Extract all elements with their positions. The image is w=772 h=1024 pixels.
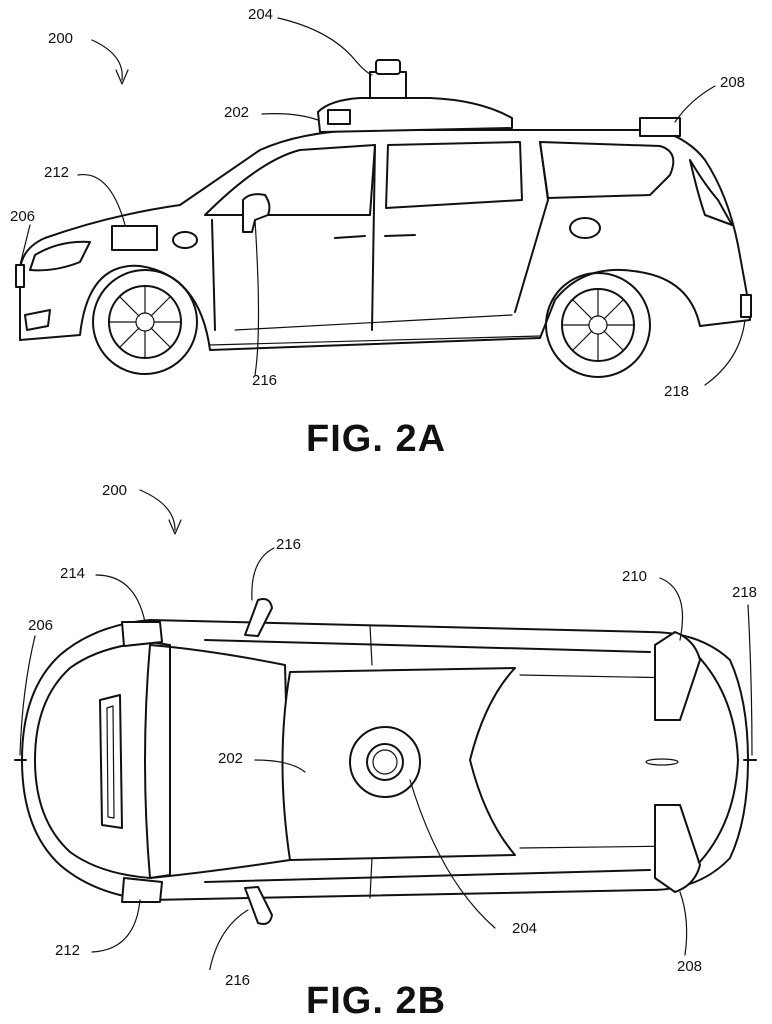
ref-label: 202 xyxy=(218,750,243,767)
ref-label: 208 xyxy=(720,74,745,91)
ref-label: 206 xyxy=(28,617,53,634)
fig-2a-side-view-drawing xyxy=(0,0,772,440)
figure-caption: FIG. 2A xyxy=(306,418,446,461)
front-sensor xyxy=(16,265,24,287)
side-mirror-right xyxy=(245,887,272,924)
rear-sensor-right xyxy=(655,805,700,892)
ref-label: 204 xyxy=(248,6,273,23)
ref-label: 218 xyxy=(664,383,689,400)
figure-caption: FIG. 2B xyxy=(306,980,446,1023)
ref-label: 218 xyxy=(732,584,757,601)
rear-bumper-sensor xyxy=(741,295,751,317)
ref-label: 200 xyxy=(48,30,73,47)
side-mirror-left xyxy=(245,599,272,636)
ref-label: 204 xyxy=(512,920,537,937)
front-corner-sensor-left xyxy=(122,622,162,646)
ref-label: 208 xyxy=(677,958,702,975)
ref-label: 206 xyxy=(10,208,35,225)
front-side-sensor xyxy=(112,226,157,250)
lidar-dome xyxy=(350,727,420,797)
rear-sensor-left xyxy=(655,632,700,720)
ref-label: 200 xyxy=(102,482,127,499)
rear-sensor xyxy=(640,118,680,136)
ref-label: 202 xyxy=(224,104,249,121)
fig-2b-top-view-drawing xyxy=(0,470,772,970)
ref-label: 216 xyxy=(276,536,301,553)
ref-label: 214 xyxy=(60,565,85,582)
ref-label: 210 xyxy=(622,568,647,585)
side-mirror xyxy=(243,194,269,232)
hood xyxy=(35,642,170,878)
front-corner-sensor-right xyxy=(122,878,162,902)
ref-label: 216 xyxy=(225,972,250,989)
ref-label: 216 xyxy=(252,372,277,389)
lidar-dome xyxy=(370,72,406,98)
side-windows xyxy=(205,145,375,215)
ref-label: 212 xyxy=(44,164,69,181)
ref-label: 212 xyxy=(55,942,80,959)
